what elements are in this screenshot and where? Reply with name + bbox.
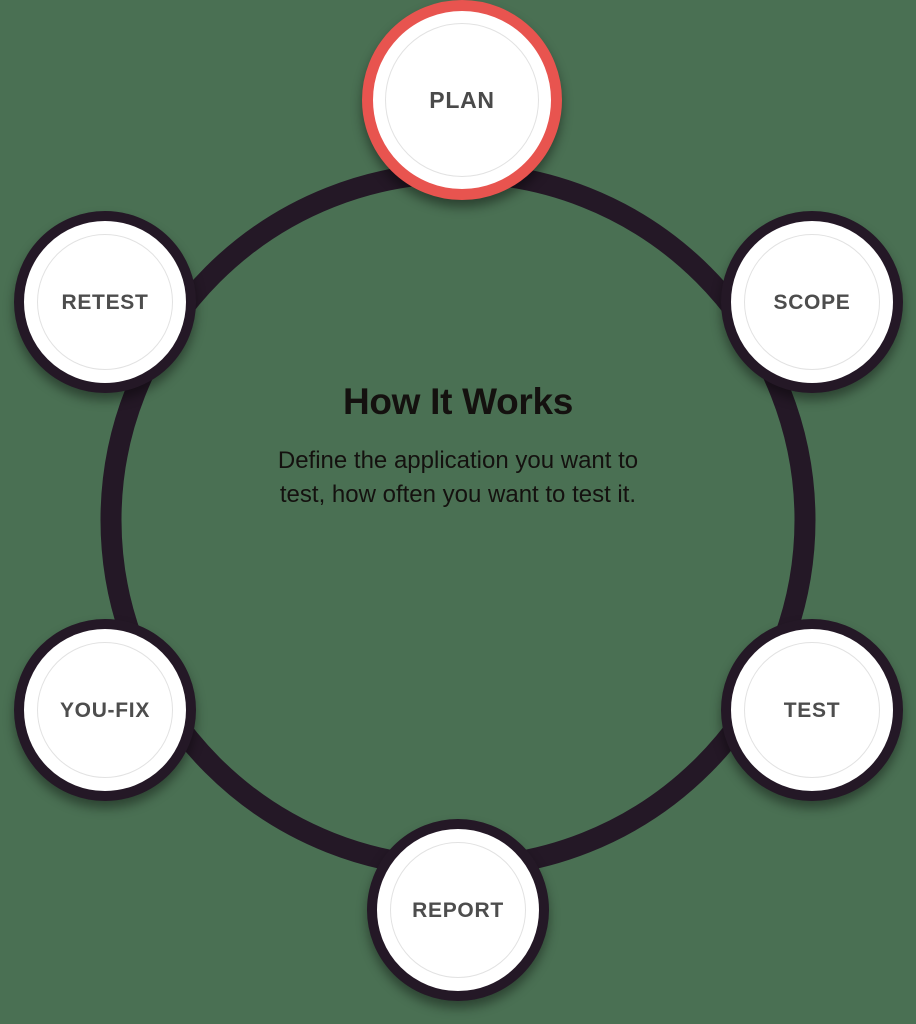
- cycle-ring-path: [100, 162, 816, 878]
- node-plan[interactable]: PLAN: [362, 0, 562, 200]
- diagram-description: Define the application you want to test,…: [277, 446, 639, 508]
- node-you-fix-label: YOU-FIX: [59, 698, 151, 722]
- node-test-label: TEST: [783, 698, 841, 722]
- node-you-fix[interactable]: YOU-FIX: [14, 619, 196, 801]
- node-report-label: REPORT: [412, 898, 504, 922]
- node-retest-label: RETEST: [61, 290, 149, 314]
- node-retest[interactable]: RETEST: [14, 211, 196, 393]
- node-scope-label: SCOPE: [773, 290, 851, 314]
- node-test[interactable]: TEST: [721, 619, 903, 801]
- node-plan-label: PLAN: [429, 86, 495, 113]
- node-report[interactable]: REPORT: [367, 819, 549, 1001]
- node-scope[interactable]: SCOPE: [721, 211, 903, 393]
- center-caption: How It Works Define the application you …: [248, 381, 668, 512]
- diagram-title: How It Works: [342, 381, 574, 422]
